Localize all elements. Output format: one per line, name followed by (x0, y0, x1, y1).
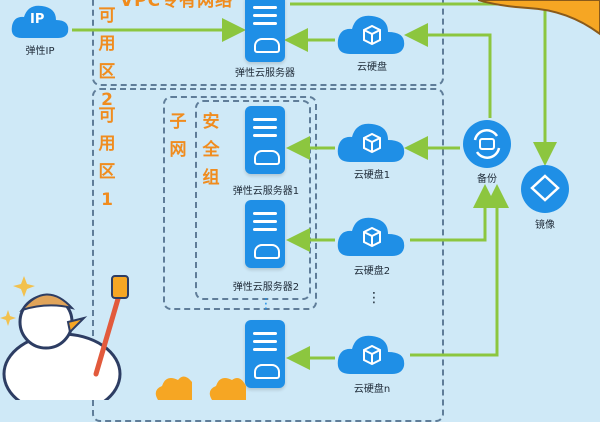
disk-top-caption: 云硬盘 (357, 62, 387, 73)
az1-label: 可用区1 (98, 106, 116, 210)
server1-caption: 弹性云服务器1 (232, 186, 300, 197)
disk-n-caption: 云硬盘n (353, 384, 391, 395)
connector-arrows (72, 0, 557, 370)
subnet-label: 子网 (169, 112, 187, 160)
disk1-caption: 云硬盘1 (353, 170, 391, 181)
disk-top-icon (337, 15, 405, 54)
az2-zone (92, 0, 444, 86)
image-caption: 镜像 (535, 220, 555, 231)
vpc-title: VPC专有网络 (120, 0, 234, 11)
mascot-illustration (0, 275, 129, 400)
disk2-caption: 云硬盘2 (353, 266, 391, 277)
decorative-roof-shape (478, 0, 600, 36)
server-top-icon (245, 0, 285, 62)
security-group-zone (195, 100, 311, 300)
eip-caption: 弹性IP (25, 46, 55, 57)
backup-icon (463, 120, 511, 168)
server1-icon (245, 106, 285, 174)
eip-cloud-icon (11, 5, 69, 38)
decorative-cloud-bottom (155, 376, 246, 400)
server2-caption: 弹性云服务器2 (232, 282, 300, 293)
az2-label: 可用区2 (98, 6, 116, 110)
image-icon (521, 165, 569, 213)
disk-ellipsis: ⋮ (367, 290, 381, 306)
backup-to-disk-top-arrow (404, 23, 492, 118)
server-top-caption: 弹性云服务器 (235, 68, 295, 79)
disk1-icon (337, 123, 405, 162)
diskn-to-backup-arrow (410, 184, 509, 357)
eip-badge: IP (30, 12, 45, 27)
server-n-icon (245, 320, 285, 388)
security-group-label: 安全组 (202, 112, 220, 188)
disk2-to-backup-arrow (410, 184, 497, 242)
server-ellipsis: ⋮ (259, 296, 273, 312)
server2-icon (245, 200, 285, 268)
disk-n-icon (337, 335, 405, 374)
backup-caption: 备份 (477, 174, 497, 185)
disk2-icon (337, 217, 405, 256)
subnet-zone (163, 96, 317, 310)
